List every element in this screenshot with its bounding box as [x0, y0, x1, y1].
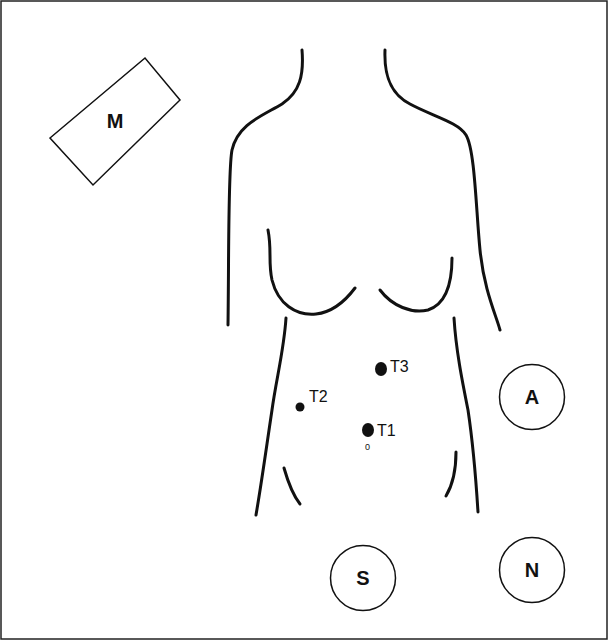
monitor-box: M — [48, 55, 182, 187]
torso-outline — [228, 50, 500, 515]
port-label: T1 — [377, 423, 396, 439]
circle-outline — [500, 365, 565, 430]
trocar-dot — [296, 403, 305, 412]
umbilicus-mark: 0 — [365, 443, 370, 452]
trocar-dot — [375, 362, 387, 376]
right-shoulder-arm — [385, 50, 500, 330]
right-breast — [380, 258, 452, 311]
left-breast — [268, 230, 355, 314]
trocar-dots — [296, 362, 388, 437]
staff-circle: A — [498, 363, 566, 431]
trocar-dot — [362, 423, 374, 437]
port-label: T2 — [309, 389, 328, 405]
right-waist — [454, 318, 478, 512]
circle-outline — [331, 546, 396, 611]
staff-circle: N — [498, 536, 566, 604]
circle-outline — [500, 538, 565, 603]
rotated-rect-outline — [50, 58, 180, 185]
node-letter: S — [356, 568, 369, 588]
port-label: T3 — [390, 359, 409, 375]
node-letter: M — [107, 111, 124, 131]
left-hip — [284, 468, 300, 504]
node-letter: A — [525, 387, 539, 407]
left-waist — [256, 318, 286, 515]
left-shoulder-arm — [228, 50, 302, 325]
right-hip — [446, 452, 456, 496]
node-letter: N — [525, 560, 539, 580]
staff-circle: S — [329, 544, 397, 612]
